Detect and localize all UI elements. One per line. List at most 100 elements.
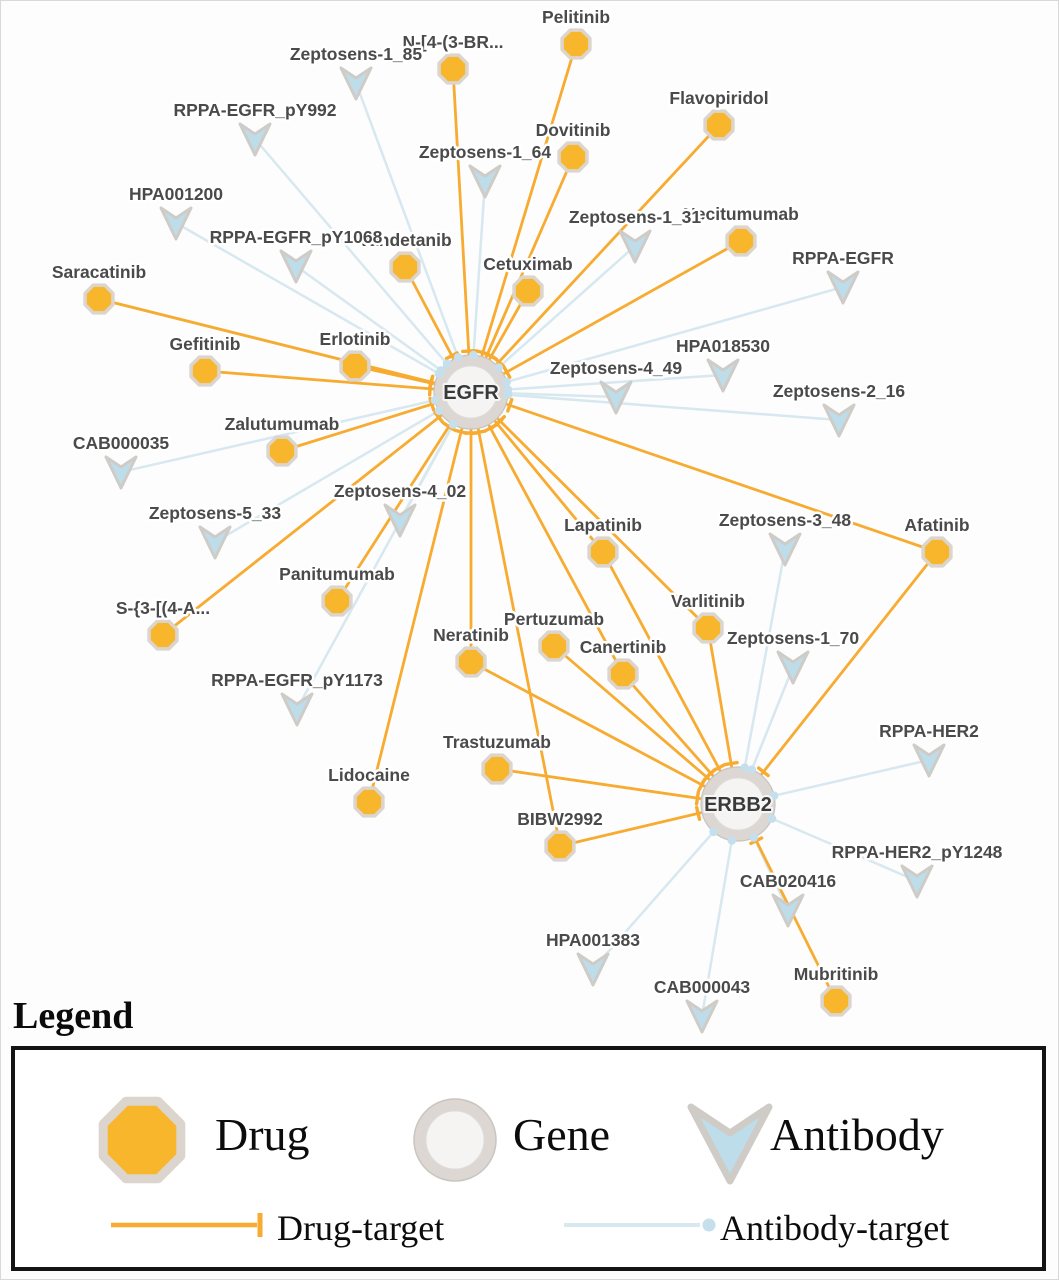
antibody-node-Zeptosens-1_64 [468,164,502,199]
network-graph: EGFRERBB2PelitinibN-[4-(3-BR...Flavopiri… [49,5,1005,1034]
antibody-node-Zeptosens-1_70 [776,650,810,685]
node-label-Vandetanib: Vandetanib [358,230,451,250]
drug-node-Canertinib [607,658,639,690]
edge-antibody-target-RPPA-EGFR_pY992 [254,138,472,393]
antibody-node-HPA018530 [706,358,740,393]
node-label-HPA001200: HPA001200 [129,184,223,204]
node-label-Zeptosens-1_70: Zeptosens-1_70 [727,628,860,648]
antibody-legend-icon [687,1103,773,1185]
edge-drug-target-Saracatinib [98,297,472,394]
node-label-Zeptosens-1_85: Zeptosens-1_85 [290,44,423,64]
edge-drug-target-N-[4-(3-BR... [451,68,473,393]
node-label-RPPA-HER2: RPPA-HER2 [879,721,979,741]
node-label-RPPA-EGFR: RPPA-EGFR [792,248,894,268]
drug-node-S-{3-[(4-A... [147,619,179,651]
gene-label-EGFR: EGFR [443,382,499,404]
node-label-Zalutumumab: Zalutumumab [225,414,340,434]
antibody-target-dot [430,395,440,405]
antibody-target-dot [747,765,757,774]
antibody-target-dot [434,406,444,416]
node-label-CAB020416: CAB020416 [740,871,837,891]
drug-legend-icon [98,1096,186,1184]
node-label-Neratinib: Neratinib [433,625,509,645]
edge-antibody-target-Zeptosens-1_85 [354,82,473,393]
antibody-target-dot [453,353,463,362]
drug-target-tee [695,805,702,821]
node-label-BIBW2992: BIBW2992 [517,809,603,829]
edge-antibody-target-HPA018530 [470,373,724,394]
edge-drug-target-Flavopiridol [469,124,721,393]
drug-target-tee [471,429,487,436]
edge-drug-target-Neratinib [470,660,739,806]
node-label-HPA018530: HPA018530 [676,336,770,356]
node-label-Lidocaine: Lidocaine [328,765,410,785]
antibody-target-dot [503,390,513,400]
antibody-node-RPPA-EGFR [826,270,860,305]
antibody-node-Zeptosens-1_85 [339,66,373,101]
node-label-S-{3-[(4-A...: S-{3-[(4-A... [116,598,210,618]
drug-target-tee [757,766,770,778]
gene-label-ERBB2: ERBB2 [704,794,772,816]
node-label-N-[4-(3-BR...: N-[4-(3-BR... [402,32,503,52]
legend-label-antibody-target: Antibody-target [720,1208,950,1248]
legend-label-drug-target: Drug-target [277,1208,445,1248]
drug-node-BIBW2992 [544,830,576,862]
node-label-Zeptosens-1_64: Zeptosens-1_64 [419,142,552,162]
drug-target-tee [483,423,498,433]
node-label-Pertuzumab: Pertuzumab [504,609,604,629]
drug-node-Pelitinib [560,28,592,60]
drug-edge-layer [98,43,939,1002]
legend-box: Drug Gene Antibody Drug-target Antibody-… [11,1046,1046,1271]
antibody-node-HPA001200 [159,206,193,241]
antibody-node-RPPA-EGFR_pY1173 [280,692,314,727]
antibody-target-dot [494,363,503,372]
drug-node-Lapatinib [587,536,619,568]
label-layer: EGFRERBB2PelitinibN-[4-(3-BR...Flavopiri… [49,5,1005,1000]
legend-label-gene: Gene [513,1109,611,1160]
antibody-node-RPPA-EGFR_pY1068 [279,249,313,284]
gene-node-ERBB2 [700,766,776,842]
node-label-RPPA-EGFR_pY1173: RPPA-EGFR_pY1173 [211,670,383,690]
drug-target-tee [502,365,512,379]
node-label-Zeptosens-2_16: Zeptosens-2_16 [773,381,906,401]
node-label-Afatinib: Afatinib [904,515,969,535]
drug-node-Panitumumab [321,585,353,617]
edge-drug-target-BIBW2992 [469,391,562,847]
antibody-node-Zeptosens-4_02 [383,503,417,538]
drug-target-tee [494,414,506,427]
legend-label-antibody: Antibody [770,1109,944,1160]
legend-label-drug: Drug [215,1109,310,1160]
node-label-Zeptosens-5_33: Zeptosens-5_33 [149,503,282,523]
edge-drug-target-Gefitinib [204,369,472,394]
drug-node-Flavopiridol [703,109,735,141]
drug-node-Zalutumumab [266,435,298,467]
drug-node-Vandetanib [389,251,421,283]
edge-antibody-target-RPPA-EGFR [470,285,844,394]
node-label-Varlitinib: Varlitinib [671,591,745,611]
edge-drug-target-S-{3-[(4-A... [162,390,472,637]
drug-node-Dovitinib [557,141,589,173]
drug-node-Lidocaine [353,786,385,818]
drug-node-Saracatinib [83,283,115,315]
node-label-Zeptosens-1_31: Zeptosens-1_31 [569,207,702,227]
drug-octagon-shape [98,1096,186,1184]
antibody-chevron-shape [687,1103,773,1185]
node-label-RPPA-HER2_pY1248: RPPA-HER2_pY1248 [832,842,1003,862]
edge-antibody-target-HPA001200 [175,221,472,394]
antibody-target-dot [436,366,446,375]
drug-node-Gefitinib [189,355,221,387]
edge-endpoint-layer [427,349,779,846]
node-label-Pelitinib: Pelitinib [542,7,610,27]
antibody-node-RPPA-HER2 [912,743,946,778]
node-label-Gefitinib: Gefitinib [170,334,241,354]
node-label-CAB000043: CAB000043 [654,977,751,997]
antibody-node-Zeptosens-2_16 [822,403,856,438]
node-label-Lapatinib: Lapatinib [564,515,642,535]
antibody-target-dot [769,791,779,800]
antibody-target-dot [448,420,458,429]
antibody-node-Zeptosens-5_33 [198,525,232,560]
edge-drug-target-Pelitinib [469,43,578,393]
edge-antibody-target-Zeptosens-2_16 [470,390,840,422]
node-label-Erlotinib: Erlotinib [320,329,391,349]
